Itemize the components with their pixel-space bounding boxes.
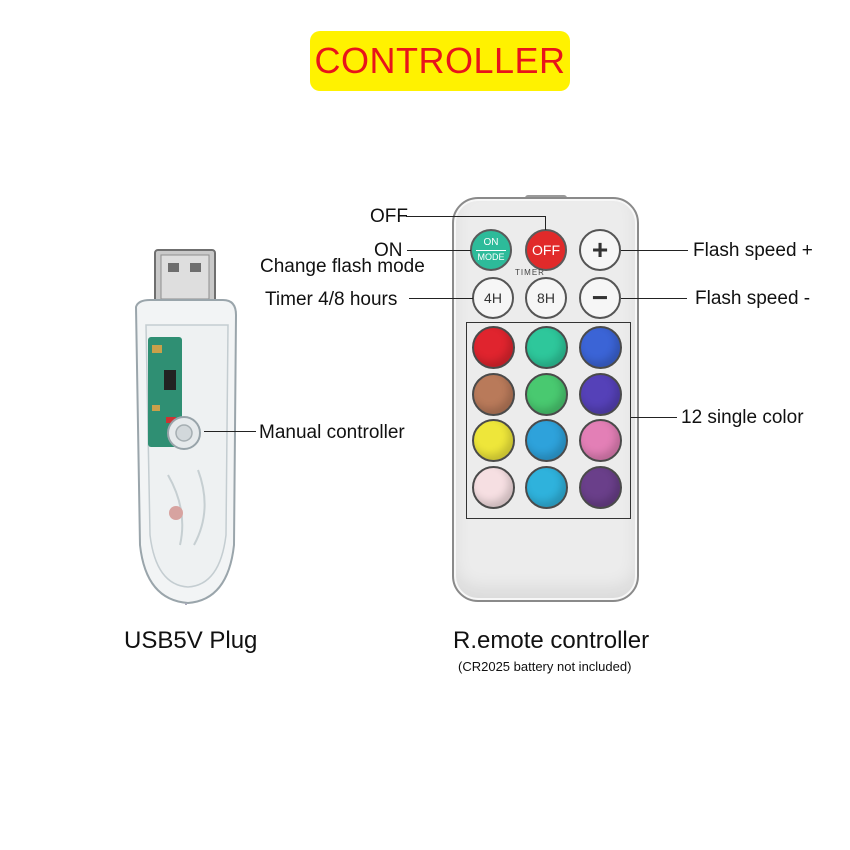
leader-line-on xyxy=(407,250,471,251)
leader-line-speed-minus xyxy=(621,298,687,299)
plus-icon: + xyxy=(591,234,609,265)
caption-usb-plug: USB5V Plug xyxy=(124,627,258,654)
on-mode-button-bottom-label: MODE xyxy=(477,252,505,262)
color-button-6[interactable] xyxy=(579,373,622,416)
color-button-2[interactable] xyxy=(525,326,568,369)
label-change-flash-mode: Change flash mode xyxy=(260,256,425,277)
timer-label: TIMER xyxy=(515,268,545,277)
caption-remote-controller: R.emote controller xyxy=(453,627,650,654)
battery-note: (CR2025 battery not included) xyxy=(458,659,632,674)
on-mode-button[interactable]: ON MODE xyxy=(470,229,512,271)
timer-8h-label: 8H xyxy=(537,290,555,306)
off-button[interactable]: OFF xyxy=(525,229,567,271)
color-button-12[interactable] xyxy=(579,466,622,509)
on-mode-button-top-label: ON xyxy=(483,237,499,248)
timer-4h-button[interactable]: 4H xyxy=(472,277,514,319)
on-mode-divider xyxy=(476,250,506,251)
leader-line-single-color xyxy=(631,417,677,418)
color-button-8[interactable] xyxy=(525,419,568,462)
leader-line-manual xyxy=(204,431,256,432)
leader-line-timer xyxy=(409,298,473,299)
color-button-5[interactable] xyxy=(525,373,568,416)
leader-line-off-drop xyxy=(545,216,546,230)
label-manual-controller: Manual controller xyxy=(259,422,405,443)
flash-speed-plus-button[interactable]: + xyxy=(579,229,621,271)
label-flash-speed-minus: Flash speed - xyxy=(695,288,811,309)
label-timer: Timer 4/8 hours xyxy=(265,289,398,310)
color-button-11[interactable] xyxy=(525,466,568,509)
minus-icon: − xyxy=(591,282,609,313)
title-banner: CONTROLLER xyxy=(310,31,570,91)
label-single-color: 12 single color xyxy=(681,407,804,428)
off-button-label: OFF xyxy=(532,242,560,258)
label-on: ON xyxy=(374,240,403,261)
color-button-1[interactable] xyxy=(472,326,515,369)
single-color-group-frame xyxy=(466,322,631,519)
page-title: CONTROLLER xyxy=(314,40,566,81)
flash-speed-minus-button[interactable]: − xyxy=(579,277,621,319)
color-button-4[interactable] xyxy=(472,373,515,416)
color-button-10[interactable] xyxy=(472,466,515,509)
color-button-9[interactable] xyxy=(579,419,622,462)
timer-8h-button[interactable]: 8H xyxy=(525,277,567,319)
label-flash-speed-plus: Flash speed + xyxy=(693,240,813,261)
color-button-3[interactable] xyxy=(579,326,622,369)
leader-line-off xyxy=(406,216,546,217)
color-button-7[interactable] xyxy=(472,419,515,462)
usb-plug-illustration xyxy=(134,249,238,605)
leader-line-speed-plus xyxy=(621,250,688,251)
label-off: OFF xyxy=(370,206,408,227)
timer-4h-label: 4H xyxy=(484,290,502,306)
